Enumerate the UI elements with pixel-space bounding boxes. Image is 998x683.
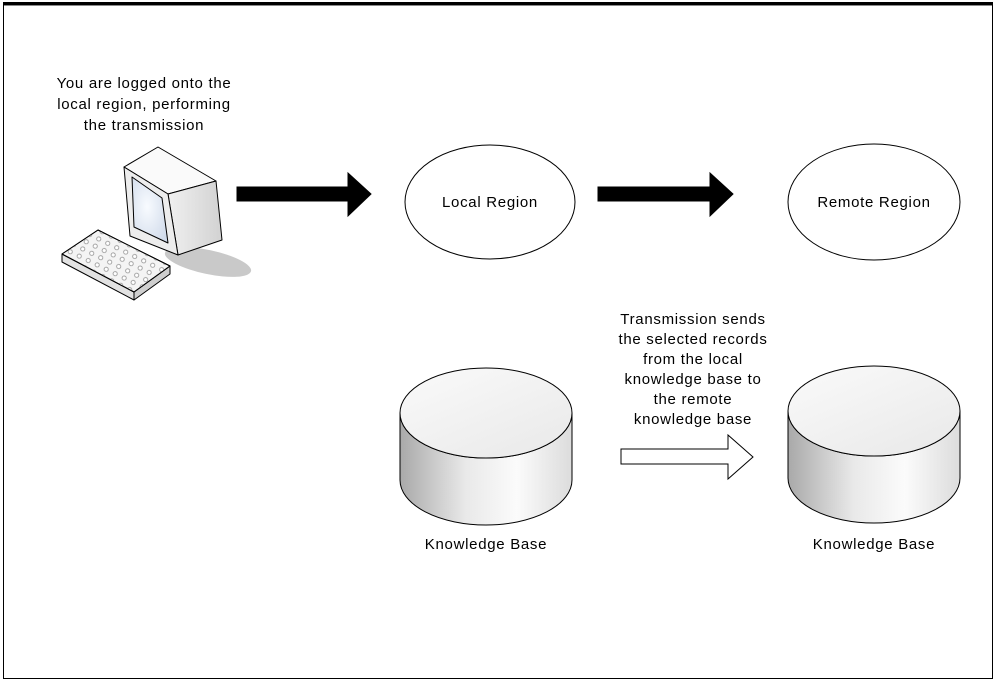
monitor-icon	[123, 146, 223, 256]
local-region-label: Local Region	[442, 194, 538, 211]
computer-shadow	[164, 247, 252, 277]
local-region-ellipse	[404, 144, 576, 260]
keyboard-icon	[61, 229, 171, 301]
local-knowledge-base-cylinder	[399, 367, 573, 526]
diagram-border	[3, 2, 993, 679]
transmission-arrow-icon	[620, 433, 754, 481]
remote-knowledge-base-label: Knowledge Base	[812, 536, 936, 553]
remote-region-label: Remote Region	[817, 194, 931, 211]
monitor-screen	[131, 176, 169, 244]
computer-icon	[61, 146, 252, 301]
remote-region-ellipse	[787, 143, 961, 261]
arrow-computer-to-local-icon	[236, 171, 372, 218]
logged-on-caption: You are logged onto the local region, pe…	[56, 75, 232, 134]
remote-knowledge-base-cylinder	[787, 365, 961, 524]
local-knowledge-base-label: Knowledge Base	[424, 536, 548, 553]
transmission-note: Transmission sends the selected records …	[618, 311, 768, 428]
arrow-local-to-remote-icon	[597, 171, 734, 218]
